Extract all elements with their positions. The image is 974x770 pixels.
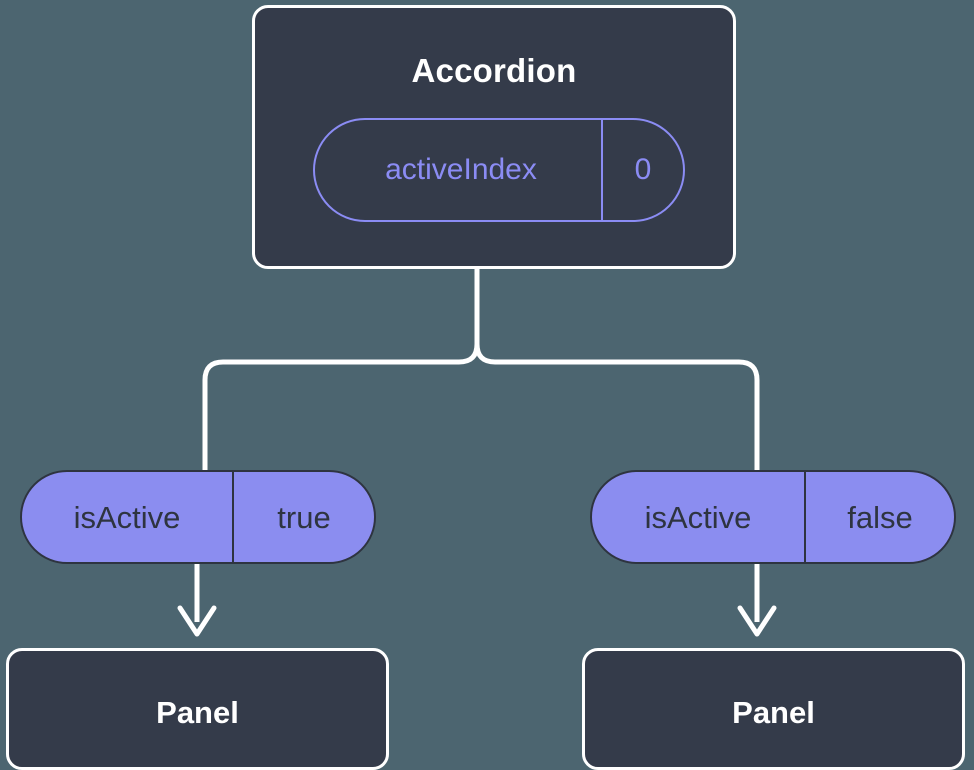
arrow-head-left <box>177 605 217 637</box>
prop-pill-is-active-true[interactable]: isActive true <box>20 470 376 564</box>
panel-card-right: Panel <box>582 648 965 770</box>
prop-pill-is-active-false[interactable]: isActive false <box>590 470 956 564</box>
panel-card-left: Panel <box>6 648 389 770</box>
prop-pill-value: true <box>232 472 374 562</box>
prop-pill-key: isActive <box>644 499 752 535</box>
arrow-head-right <box>737 605 777 637</box>
prop-pill-key: isActive <box>73 499 181 535</box>
panel-label: Panel <box>732 695 815 730</box>
accordion-title: Accordion <box>411 52 577 89</box>
panel-label: Panel <box>156 695 239 730</box>
state-pill-key: activeIndex <box>385 153 537 186</box>
state-pill-active-index[interactable]: activeIndex 0 <box>313 118 685 222</box>
state-pill-value: 0 <box>601 120 683 220</box>
accordion-card: Accordion activeIndex 0 <box>252 5 736 269</box>
prop-pill-value: false <box>804 472 954 562</box>
fork-connector <box>202 266 760 473</box>
